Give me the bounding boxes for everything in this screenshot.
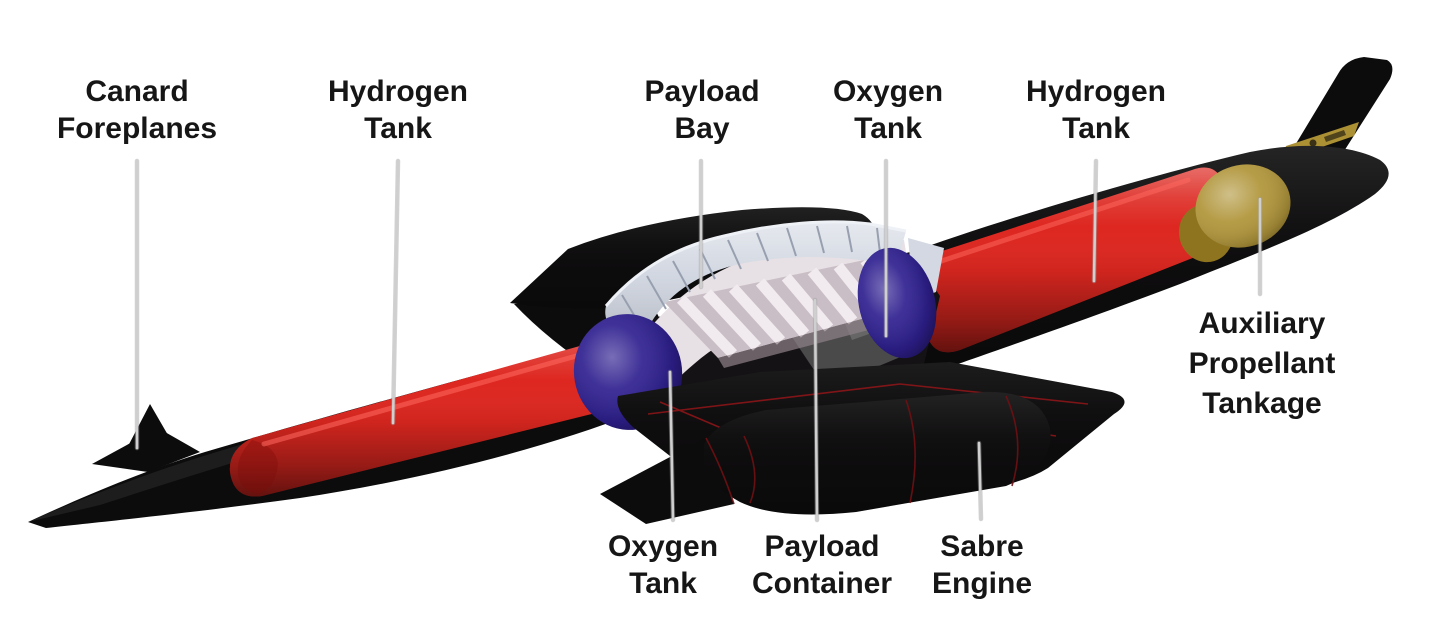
- label-sabre-engine: Sabre Engine: [932, 528, 1032, 602]
- label-line: Tank: [1062, 112, 1130, 145]
- label-line: Tankage: [1202, 387, 1322, 420]
- label-line: Tank: [364, 112, 432, 145]
- leader-line-payload-container: [813, 298, 819, 522]
- label-oxygen-tank-aft: Oxygen Tank: [833, 73, 943, 147]
- label-line: Engine: [931, 567, 1033, 600]
- forward-hydrogen-tank-shading: [229, 326, 666, 497]
- label-hydrogen-tank-forward: Hydrogen Tank: [328, 73, 468, 147]
- payload-bay-door-shading: [605, 221, 906, 352]
- label-canard-foreplanes: Canard Foreplanes: [57, 73, 217, 147]
- leader-line-hydrogen-tank-aft: [1092, 159, 1098, 283]
- sabre-engine-nacelle-sheen: [704, 391, 1051, 515]
- aft-tank-highlight: [911, 177, 1191, 273]
- label-line: Auxiliary: [1198, 307, 1326, 340]
- fin-registration-marking: [1324, 130, 1346, 142]
- label-line: Tank: [629, 567, 697, 600]
- label-payload-bay: Payload Bay: [644, 73, 759, 147]
- leader-line-sabre-engine: [977, 441, 983, 521]
- payload-bay-door-edge-highlight: [604, 220, 907, 307]
- label-line: Hydrogen: [327, 75, 469, 108]
- label-line: Payload: [764, 530, 880, 563]
- auxiliary-propellant-tank: [1178, 164, 1291, 263]
- label-line: Bay: [674, 112, 730, 145]
- sabre-engine-seams: [705, 395, 1019, 505]
- aft-hydrogen-tank-shading: [898, 167, 1241, 353]
- leader-line-oxygen-tank-forward: [668, 370, 675, 522]
- aft-oxygen-tank: [857, 247, 937, 359]
- label-line: Canard: [85, 75, 189, 108]
- label-line: Tank: [854, 112, 922, 145]
- label-line: Sabre: [940, 530, 1024, 563]
- forward-tank-cap-shadow: [237, 440, 278, 494]
- label-line: Payload: [644, 75, 760, 108]
- label-auxiliary-propellant-tankage: Auxiliary Propellant Tankage: [1189, 304, 1336, 424]
- label-payload-container: Payload Container: [752, 528, 892, 602]
- payload-container-ribs: [677, 256, 906, 358]
- label-line: Foreplanes: [56, 112, 218, 145]
- label-oxygen-tank-forward: Oxygen Tank: [608, 528, 718, 602]
- label-line: Oxygen: [607, 530, 719, 563]
- sabre-engine-intake-cone: [600, 438, 734, 524]
- label-line: Propellant: [1188, 347, 1336, 380]
- label-line: Container: [751, 567, 893, 600]
- label-hydrogen-tank-aft: Hydrogen Tank: [1026, 73, 1166, 147]
- aft-oxygen-tank-shading: [857, 247, 937, 359]
- fin-roundel-marking: [1309, 139, 1317, 147]
- canard-foreplane-side: [92, 428, 200, 472]
- auxiliary-tank-shading: [1195, 164, 1291, 248]
- payload-bay-door-ribs: [621, 225, 881, 331]
- leader-line-hydrogen-tank-forward: [391, 159, 400, 425]
- label-line: Oxygen: [832, 75, 944, 108]
- label-line: Hydrogen: [1025, 75, 1167, 108]
